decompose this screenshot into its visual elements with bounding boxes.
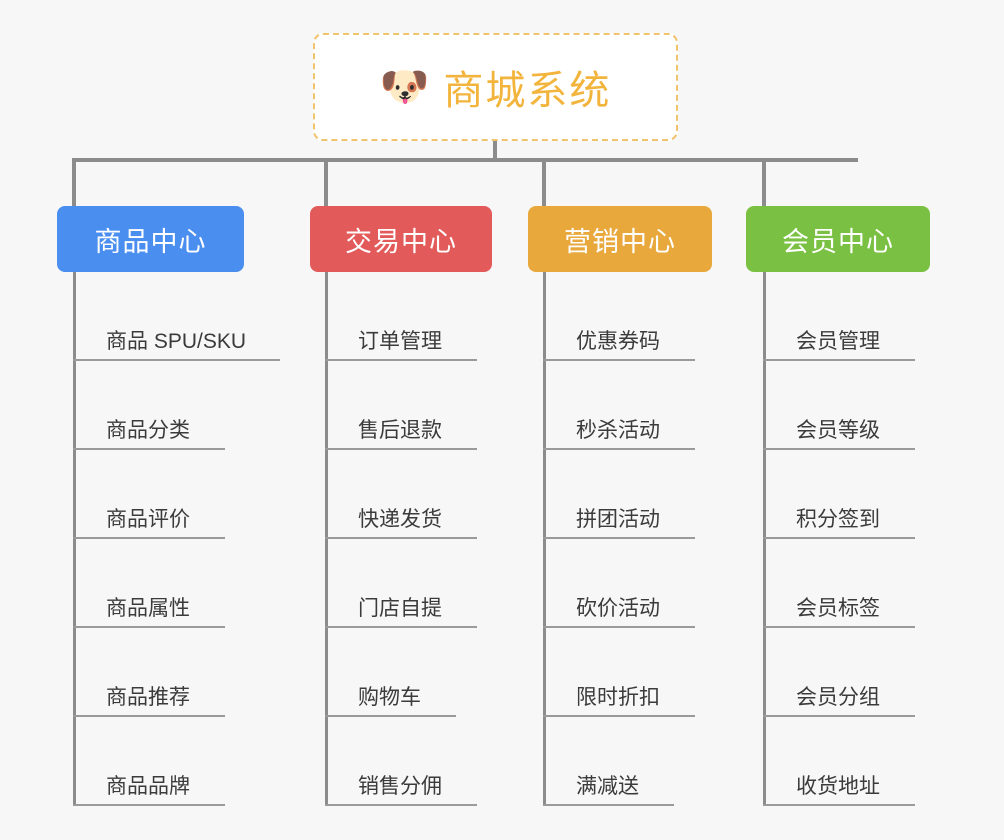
leaf-item-underline (763, 359, 915, 361)
leaf-item-label: 售后退款 (358, 419, 442, 442)
leaf-item[interactable]: 拼团活动 (543, 450, 695, 539)
leaf-item-underline (763, 715, 915, 717)
shiba-dog-face-icon: 🐶 (379, 65, 430, 109)
leaf-item-underline (543, 359, 695, 361)
leaf-item-underline (763, 537, 915, 539)
leaf-item-underline (73, 448, 225, 450)
leaf-item-label: 商品评价 (106, 508, 190, 531)
leaf-item[interactable]: 购物车 (325, 628, 456, 717)
column-spine-marketing-center (543, 272, 546, 806)
leaf-item[interactable]: 商品品牌 (73, 717, 246, 806)
leaf-item-label: 秒杀活动 (576, 419, 660, 442)
leaf-item-label: 订单管理 (358, 330, 442, 353)
leaf-item-label: 优惠券码 (576, 330, 660, 353)
leaf-item-underline (325, 448, 477, 450)
leaf-item-underline (73, 804, 225, 806)
leaf-item-label: 商品属性 (106, 597, 190, 620)
leaf-item-underline (73, 537, 225, 539)
leaf-item[interactable]: 秒杀活动 (543, 361, 695, 450)
leaf-item-underline (763, 448, 915, 450)
leaf-item[interactable]: 订单管理 (325, 272, 477, 361)
leaf-item-underline (543, 804, 674, 806)
category-box-label: 会员中心 (782, 226, 894, 257)
leaf-item-label: 购物车 (358, 686, 421, 709)
leaf-item[interactable]: 商品 SPU/SKU (73, 272, 280, 361)
leaf-item[interactable]: 限时折扣 (543, 628, 695, 717)
leaf-item-label: 积分签到 (796, 508, 880, 531)
drop-connector-marketing-center (542, 158, 546, 208)
leaf-item-underline (543, 715, 695, 717)
leaf-item-label: 快递发货 (358, 508, 442, 531)
leaf-item-underline (325, 359, 477, 361)
leaf-item-label: 会员分组 (796, 686, 880, 709)
column-spine-member-center (763, 272, 766, 806)
leaf-item[interactable]: 会员等级 (763, 361, 915, 450)
leaf-item[interactable]: 商品推荐 (73, 628, 246, 717)
leaf-item[interactable]: 会员标签 (763, 539, 915, 628)
leaf-item-label: 商品推荐 (106, 686, 190, 709)
leaf-item[interactable]: 砍价活动 (543, 539, 695, 628)
leaf-item-label: 满减送 (576, 775, 639, 798)
column-member-center: 会员管理会员等级积分签到会员标签会员分组收货地址 (763, 272, 915, 806)
leaf-item[interactable]: 商品分类 (73, 361, 246, 450)
category-box-label: 营销中心 (564, 226, 676, 257)
horizontal-bus-connector (73, 158, 858, 162)
leaf-item[interactable]: 门店自提 (325, 539, 477, 628)
leaf-item-underline (763, 804, 915, 806)
column-spine-product-center (73, 272, 76, 806)
category-box-trade-center[interactable]: 交易中心 (310, 206, 492, 272)
root-stem-connector (493, 141, 497, 162)
column-marketing-center: 优惠券码秒杀活动拼团活动砍价活动限时折扣满减送 (543, 272, 695, 806)
leaf-item-label: 拼团活动 (576, 508, 660, 531)
leaf-item[interactable]: 快递发货 (325, 450, 477, 539)
leaf-item[interactable]: 商品属性 (73, 539, 246, 628)
leaf-item-underline (325, 626, 477, 628)
leaf-item-label: 限时折扣 (576, 686, 660, 709)
leaf-item-label: 销售分佣 (358, 775, 442, 798)
leaf-item-label: 门店自提 (358, 597, 442, 620)
column-spine-trade-center (325, 272, 328, 806)
leaf-item-underline (543, 537, 695, 539)
category-box-marketing-center[interactable]: 营销中心 (528, 206, 712, 272)
drop-connector-product-center (72, 158, 76, 208)
leaf-item-underline (325, 537, 477, 539)
leaf-item-label: 商品品牌 (106, 775, 190, 798)
leaf-item-label: 收货地址 (796, 775, 880, 798)
leaf-item-underline (73, 359, 280, 361)
leaf-item-underline (325, 715, 456, 717)
root-node-title: 商城系统 (443, 69, 612, 113)
leaf-item[interactable]: 会员管理 (763, 272, 915, 361)
leaf-item-underline (73, 715, 225, 717)
leaf-item-underline (543, 448, 695, 450)
leaf-item[interactable]: 优惠券码 (543, 272, 695, 361)
leaf-item-underline (73, 626, 225, 628)
leaf-item-label: 会员等级 (796, 419, 880, 442)
column-trade-center: 订单管理售后退款快递发货门店自提购物车销售分佣 (325, 272, 477, 806)
leaf-item[interactable]: 收货地址 (763, 717, 915, 806)
leaf-item-label: 商品分类 (106, 419, 190, 442)
leaf-item[interactable]: 售后退款 (325, 361, 477, 450)
leaf-item-label: 商品 SPU/SKU (106, 330, 247, 353)
category-box-member-center[interactable]: 会员中心 (746, 206, 930, 272)
leaf-item-underline (763, 626, 915, 628)
leaf-item-underline (543, 626, 695, 628)
category-box-product-center[interactable]: 商品中心 (57, 206, 244, 272)
leaf-item[interactable]: 销售分佣 (325, 717, 477, 806)
category-box-label: 商品中心 (94, 226, 207, 257)
leaf-item-label: 会员标签 (796, 597, 880, 620)
column-product-center: 商品 SPU/SKU 商品分类商品评价商品属性商品推荐商品品牌 (73, 272, 280, 806)
leaf-item-label: 砍价活动 (576, 597, 660, 620)
leaf-item[interactable]: 满减送 (543, 717, 674, 806)
root-node-shop-system[interactable]: 🐶 商城系统 (313, 33, 678, 141)
leaf-item-underline (325, 804, 477, 806)
leaf-item-label: 会员管理 (796, 330, 880, 353)
category-box-label: 交易中心 (345, 226, 457, 257)
drop-connector-member-center (762, 158, 766, 208)
leaf-item[interactable]: 积分签到 (763, 450, 915, 539)
leaf-item[interactable]: 商品评价 (73, 450, 246, 539)
leaf-item[interactable]: 会员分组 (763, 628, 915, 717)
drop-connector-trade-center (324, 158, 328, 208)
